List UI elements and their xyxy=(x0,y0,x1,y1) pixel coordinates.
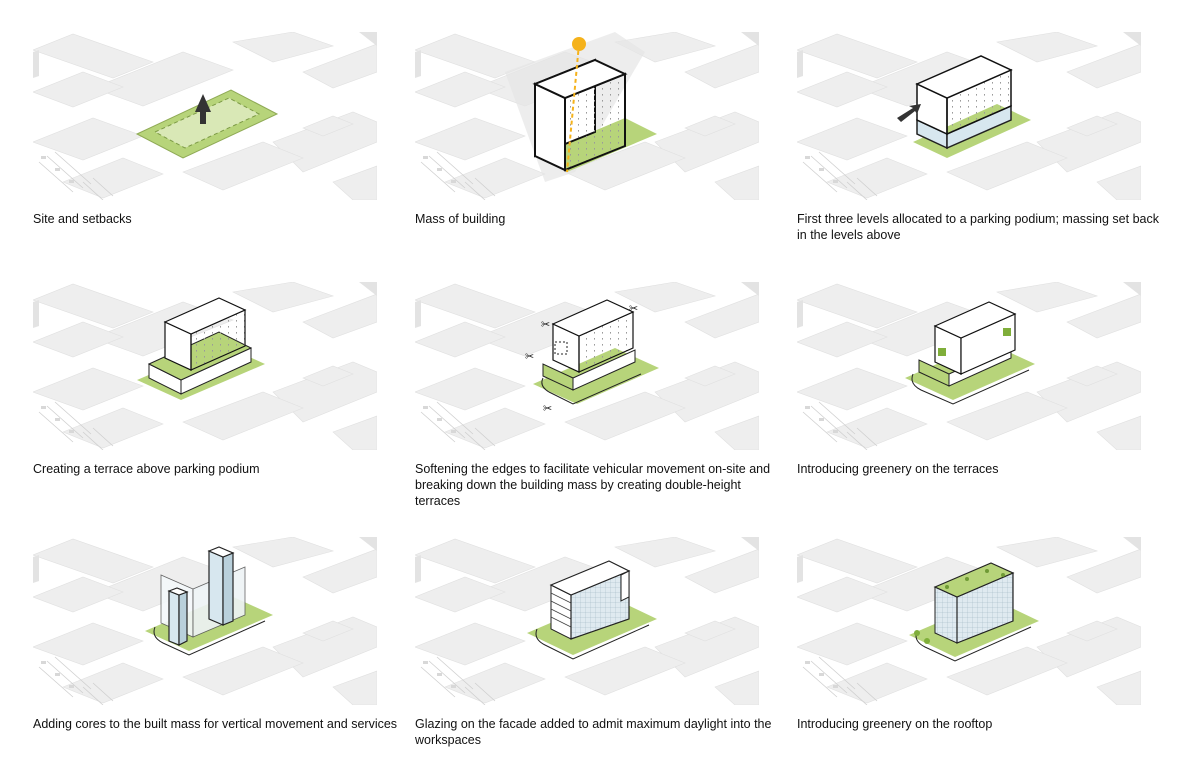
diagram-panel-greenery-terraces: Introducing greenery on the terraces xyxy=(797,282,1141,477)
diagram-panel-glazing: Glazing on the facade added to admit max… xyxy=(415,537,771,748)
cores-diagram xyxy=(33,537,377,705)
caption-site: Site and setbacks xyxy=(33,212,132,226)
podium-diagram xyxy=(797,32,1141,200)
glazing-diagram xyxy=(415,537,759,705)
caption-greenery-terraces: Introducing greenery on the terraces xyxy=(797,462,999,476)
svg-text:✂: ✂ xyxy=(541,318,550,331)
mass-diagram xyxy=(415,32,759,200)
caption-cores: Adding cores to the built mass for verti… xyxy=(33,717,398,731)
caption-soften: Softening the edges to facilitate vehicu… xyxy=(415,462,771,508)
rooftop-diagram xyxy=(797,537,1141,705)
diagram-panel-terrace: Creating a terrace above parking podium xyxy=(33,282,377,477)
site-diagram xyxy=(33,32,377,200)
diagram-panel-site: Site and setbacks xyxy=(33,32,377,227)
svg-text:✂: ✂ xyxy=(629,302,638,315)
caption-rooftop: Introducing greenery on the rooftop xyxy=(797,717,993,731)
diagram-panel-cores: Adding cores to the built mass for verti… xyxy=(33,537,397,732)
site-arrow-icon xyxy=(195,94,211,124)
terrace-diagram xyxy=(33,282,377,450)
diagram-panel-soften: ✂ ✂ ✂ ✂ Softening the edges to facilitat… xyxy=(415,282,770,509)
caption-terrace: Creating a terrace above parking podium xyxy=(33,462,260,476)
entry-arrow-icon xyxy=(897,104,921,122)
diagram-panel-podium: First three levels allocated to a parkin… xyxy=(797,32,1159,243)
diagram-panel-rooftop: Introducing greenery on the rooftop xyxy=(797,537,1141,732)
caption-glazing: Glazing on the facade added to admit max… xyxy=(415,717,772,747)
soften-diagram: ✂ ✂ ✂ ✂ xyxy=(415,282,759,450)
scissors-icon: ✂ ✂ ✂ ✂ xyxy=(525,302,638,415)
svg-text:✂: ✂ xyxy=(525,350,534,363)
caption-podium: First three levels allocated to a parkin… xyxy=(797,212,1159,242)
sun-icon xyxy=(572,37,586,51)
svg-text:✂: ✂ xyxy=(543,402,552,415)
greenery-terraces-diagram xyxy=(797,282,1141,450)
diagram-panel-mass: Mass of building xyxy=(415,32,759,227)
caption-mass: Mass of building xyxy=(415,212,506,226)
